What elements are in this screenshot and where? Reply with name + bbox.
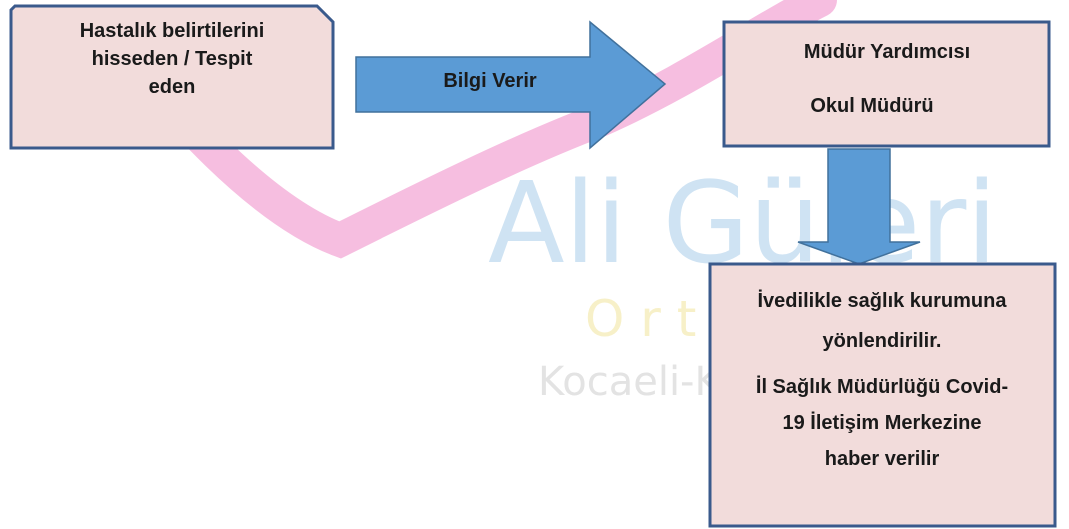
action-box [708, 262, 1057, 528]
source-line-2: hisseden / Tespit [91, 48, 253, 70]
inform-arrow [355, 20, 667, 150]
source-label: Hastalık belirtilerini hisseden / Tespit… [14, 17, 330, 101]
authority-line-2: Okul Müdürü [810, 95, 934, 117]
authority-box [722, 20, 1051, 148]
source-line-1: Hastalık belirtilerini [79, 20, 265, 42]
action-line-2: yönlendirilir. [822, 330, 942, 352]
action-line-4: 19 İletişim Merkezine [782, 412, 982, 434]
watermark-location: Kocaeli-K [538, 359, 722, 405]
source-box [9, 4, 335, 150]
action-label: İvedilikle sağlık kurumuna yönlendirilir… [712, 287, 1052, 473]
authority-line-1: Müdür Yardımcısı [803, 41, 971, 63]
action-line-5: haber verilir [824, 448, 940, 470]
action-line-1: İvedilikle sağlık kurumuna [757, 290, 1007, 312]
source-line-3: eden [148, 76, 196, 98]
authority-label: Müdür Yardımcısı Okul Müdürü [726, 38, 1048, 120]
escalate-arrow [797, 148, 921, 265]
action-line-3: İl Sağlık Müdürlüğü Covid- [755, 376, 1009, 398]
arrow-label: Bilgi Verir [443, 70, 537, 92]
